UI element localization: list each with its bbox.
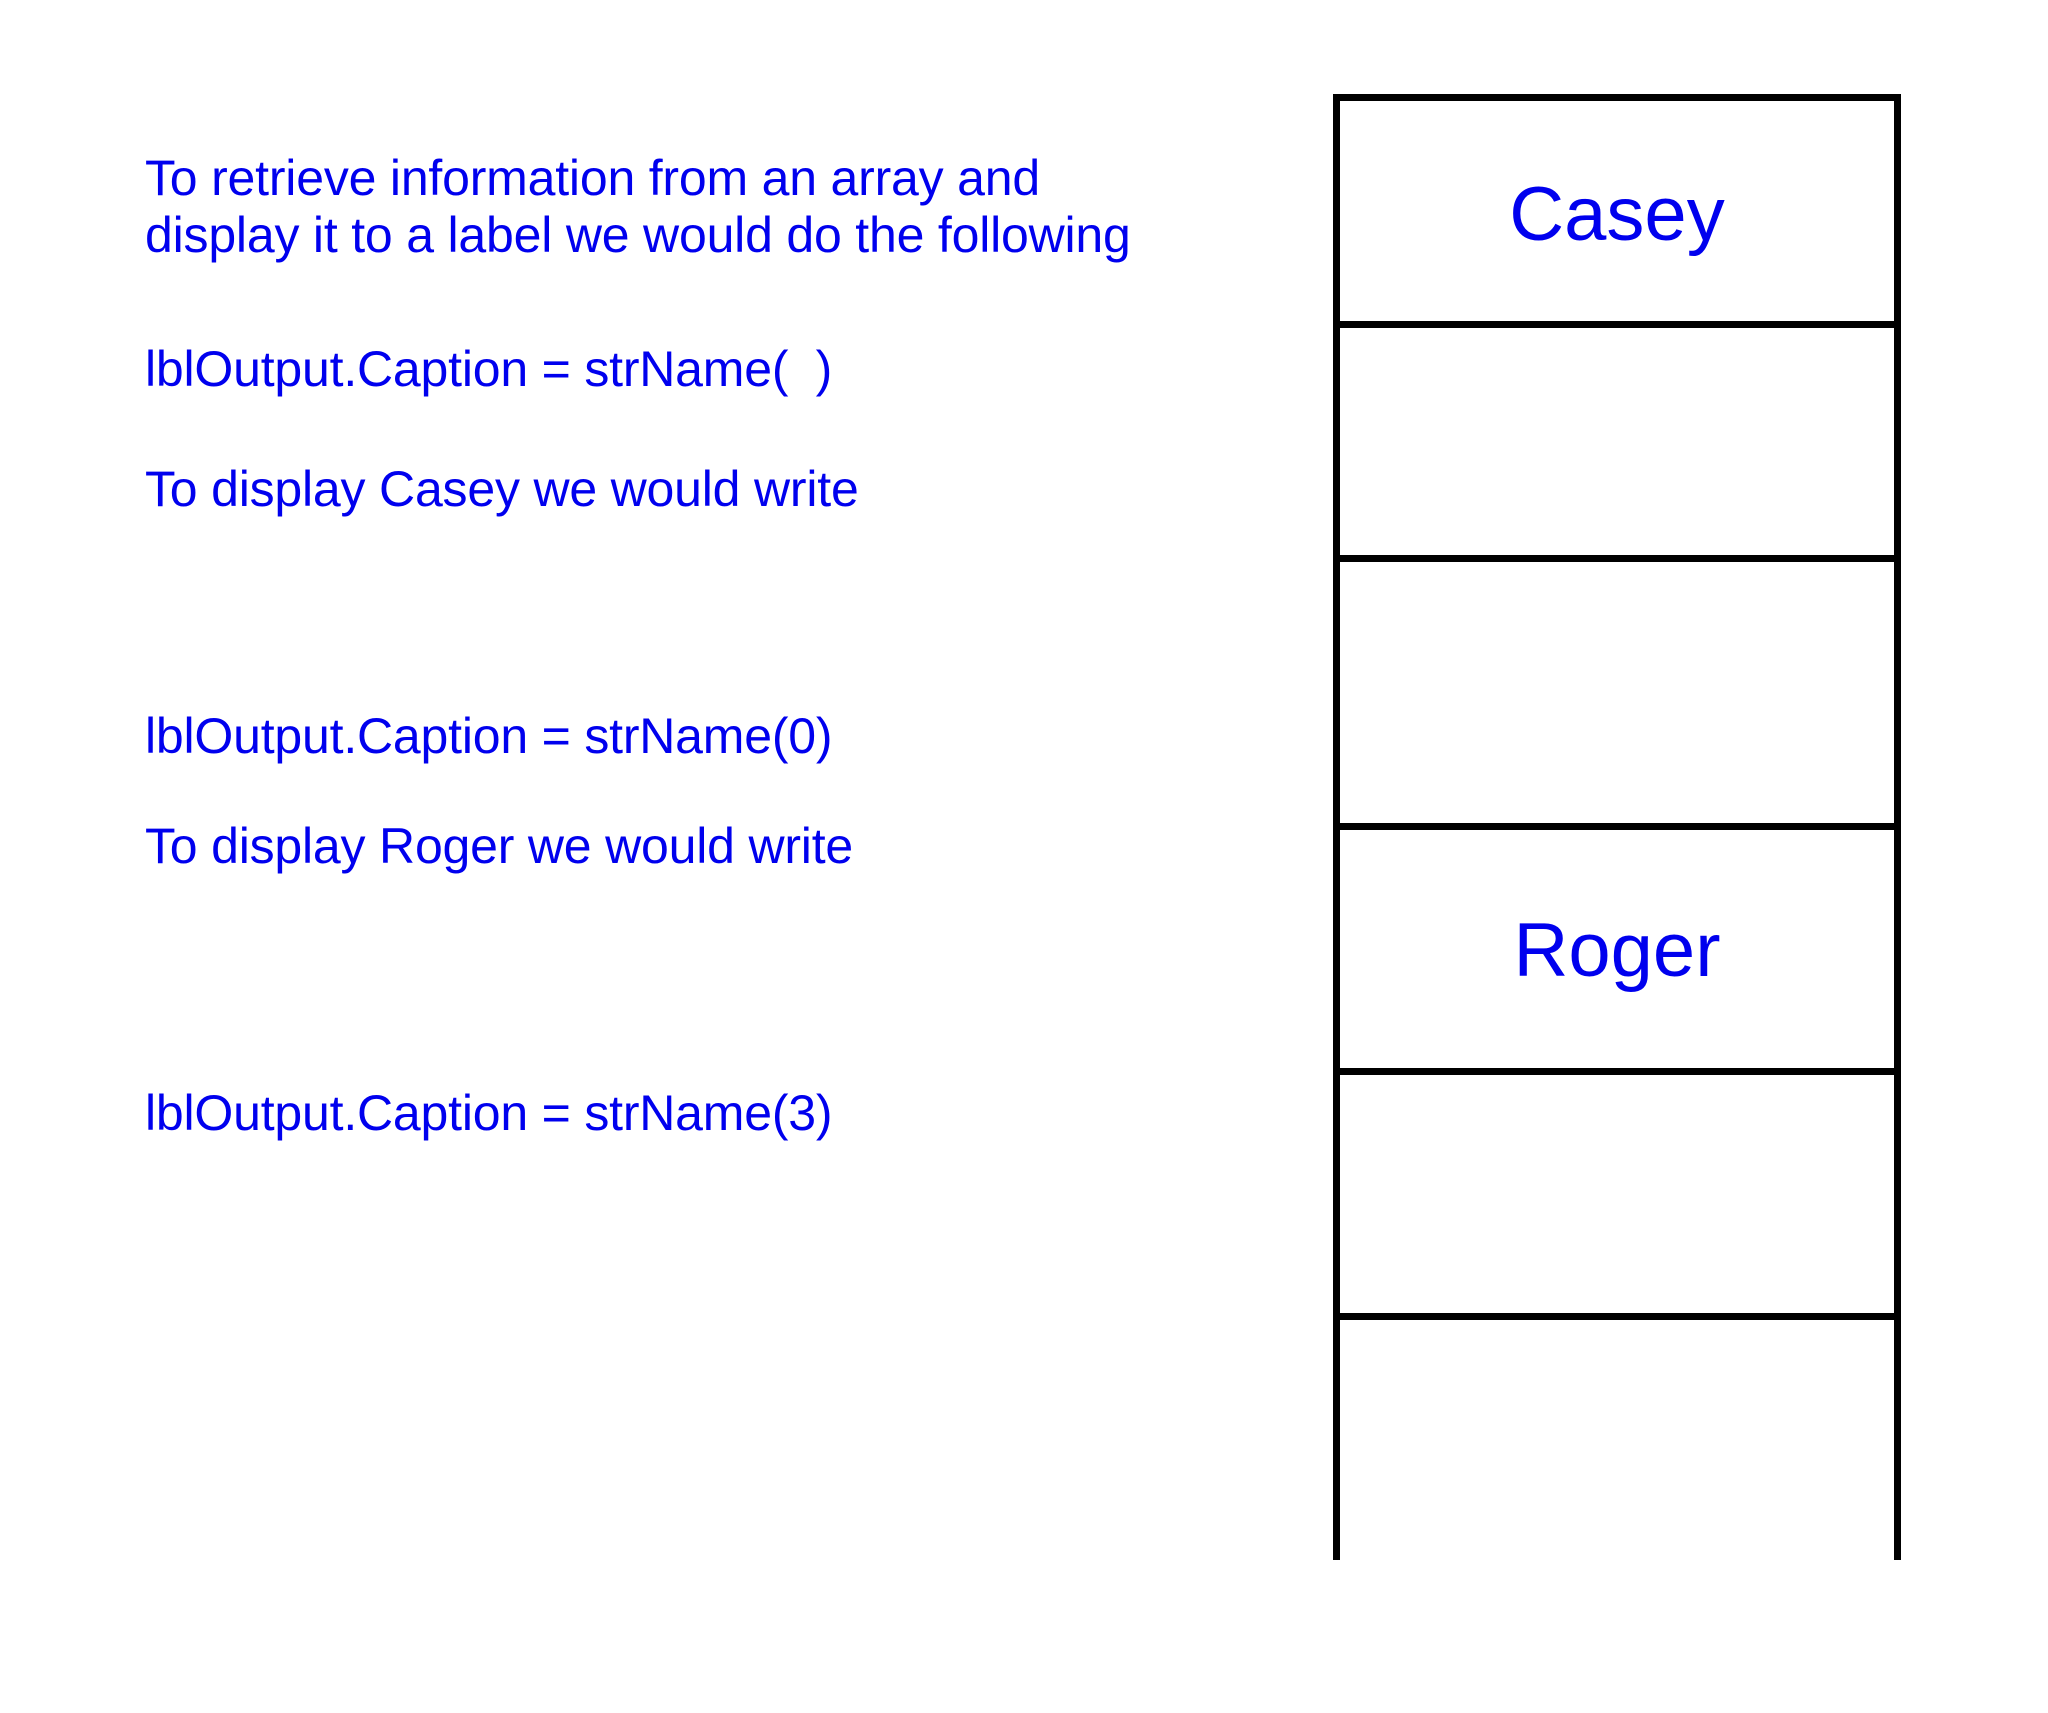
casey-prompt-text: To display Casey we would write (145, 460, 859, 517)
intro-paragraph: To retrieve information from an array an… (145, 150, 1131, 263)
roger-statement-code: lblOutput.Caption = strName(3) (145, 1085, 833, 1141)
spacer (145, 518, 1185, 708)
array-cell (1340, 1320, 1894, 1560)
casey-statement-code: lblOutput.Caption = strName(0) (145, 708, 833, 764)
array-cell (1340, 562, 1894, 830)
array-cell (1340, 328, 1894, 562)
array-cell: Casey (1340, 101, 1894, 328)
array-cell: Roger (1340, 830, 1894, 1075)
spacer (145, 399, 1185, 461)
array-cell-value: Roger (1513, 908, 1721, 993)
explanation-text-column: To retrieve information from an array an… (145, 150, 1185, 1143)
spacer (145, 875, 1185, 1085)
array-cell (1340, 1075, 1894, 1320)
spacer (145, 263, 1185, 341)
array-cell-value: Casey (1509, 172, 1725, 257)
generic-statement-code: lblOutput.Caption = strName( ) (145, 341, 833, 397)
roger-prompt-text: To display Roger we would write (145, 817, 854, 874)
array-diagram: Casey Roger (1333, 94, 1901, 1560)
spacer (145, 766, 1185, 818)
